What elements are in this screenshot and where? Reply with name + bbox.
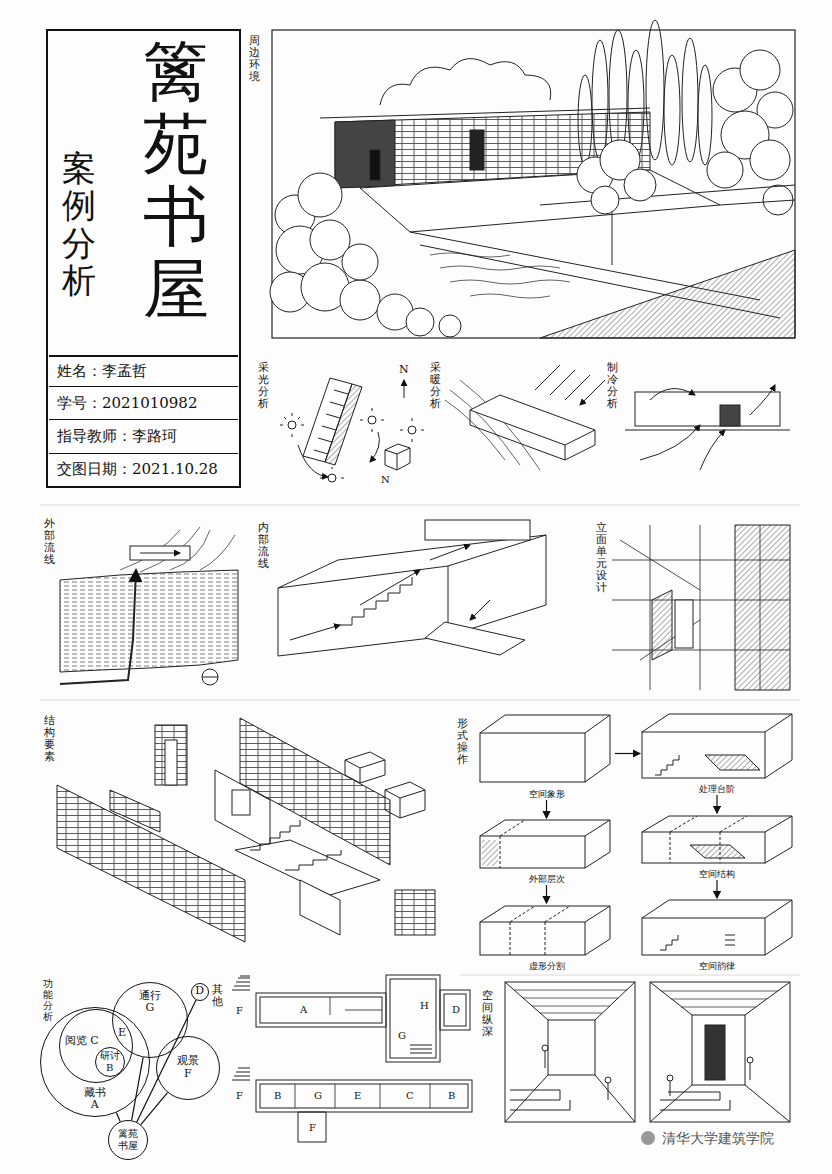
- connector: [716, 795, 717, 813]
- text-label: B: [274, 1090, 281, 1102]
- text-label: A: [300, 1004, 307, 1016]
- operation-step: 空间结构: [640, 813, 794, 880]
- info-row: 学号：2021010982: [49, 386, 238, 419]
- step-label: 空间结构: [640, 868, 794, 880]
- section-label: 功能分析: [43, 978, 53, 1022]
- bubble-text: 观景 F: [176, 1055, 200, 1080]
- bubble: 通行 G: [112, 982, 188, 1058]
- bubble: 研讨 B: [95, 1047, 125, 1077]
- operation-step: 外部层次: [478, 818, 615, 885]
- text-label: D: [452, 1004, 460, 1016]
- step-label: 虚形分割: [478, 960, 615, 972]
- operation-step: 处理台阶: [640, 712, 794, 795]
- operation-step: 空间象形: [478, 712, 615, 800]
- bubble: 阅览 C研讨 B: [59, 1009, 133, 1083]
- connector: [716, 880, 717, 898]
- connector: [141, 1093, 168, 1125]
- operation-step: 空间韵律: [640, 898, 794, 972]
- connector: [116, 1113, 120, 1122]
- text-label: N: [399, 364, 409, 377]
- bubble: 藏书 A 阅览 C研讨 B: [40, 1007, 150, 1117]
- connector: [546, 885, 547, 903]
- text-label: F: [236, 1090, 243, 1102]
- section-label: 周边环境: [249, 35, 260, 83]
- step-label: 处理台阶: [640, 783, 794, 795]
- section-label: 案例分析: [62, 150, 96, 300]
- section-label: 形式操作: [457, 718, 468, 766]
- text-label: F: [309, 1122, 316, 1134]
- bubble-text: 通行 G: [138, 990, 162, 1015]
- bubble: 篱苑书屋: [108, 1120, 148, 1160]
- bubble-text: D: [195, 985, 204, 998]
- operation-step: 虚形分割: [478, 903, 615, 972]
- info-row: 指导教师：李路珂: [49, 419, 238, 453]
- info-text: 指导教师：李路珂: [57, 427, 177, 446]
- info-row: 交图日期：2021.10.28: [49, 453, 238, 485]
- bubble: D其他: [191, 983, 209, 1001]
- bubble-text: 阅览 C: [65, 1035, 99, 1048]
- section-label: 内部流线: [258, 522, 269, 570]
- section-label: 采光分析: [258, 362, 269, 410]
- connector: [132, 1057, 144, 1120]
- text-label: 清华大学建筑学院: [662, 1130, 774, 1146]
- text-label: N: [381, 474, 390, 486]
- section-label: 制冷分析: [607, 362, 618, 410]
- connector: [546, 800, 547, 818]
- section-label: 立面单元设计: [596, 522, 607, 595]
- text-label: G: [314, 1090, 322, 1102]
- section-label: 结构要素: [44, 715, 55, 763]
- bubble-text: 研讨 B: [99, 1050, 120, 1073]
- info-text: 交图日期：2021.10.28: [57, 460, 218, 479]
- bubble-text: 藏书 A: [83, 1087, 107, 1112]
- section-label: 空间纵深: [482, 990, 493, 1038]
- text-label: E: [354, 1090, 361, 1102]
- bubble: 观景 F: [156, 1036, 220, 1100]
- info-text: 学号：2021010982: [57, 394, 197, 413]
- step-label: 空间韵律: [640, 960, 794, 972]
- info-text: 姓名：李孟哲: [57, 362, 147, 381]
- bubble-text: 篱苑书屋: [117, 1128, 138, 1151]
- step-label: 外部层次: [478, 873, 615, 885]
- text-label: F: [236, 1005, 243, 1017]
- text-label: H: [420, 1000, 429, 1012]
- bubble-text: 其他: [212, 984, 223, 1008]
- step-label: 空间象形: [478, 788, 615, 800]
- section-label: 外部流线: [44, 518, 55, 566]
- section-label: 采暖分析: [430, 362, 441, 410]
- text-label: C: [406, 1090, 414, 1102]
- text-label: E: [118, 1027, 126, 1040]
- text-label: B: [448, 1090, 455, 1102]
- info-row: 姓名：李孟哲: [49, 355, 238, 386]
- title: 篱苑书屋: [143, 36, 209, 326]
- connector: [615, 753, 640, 754]
- text-label: G: [398, 1030, 406, 1042]
